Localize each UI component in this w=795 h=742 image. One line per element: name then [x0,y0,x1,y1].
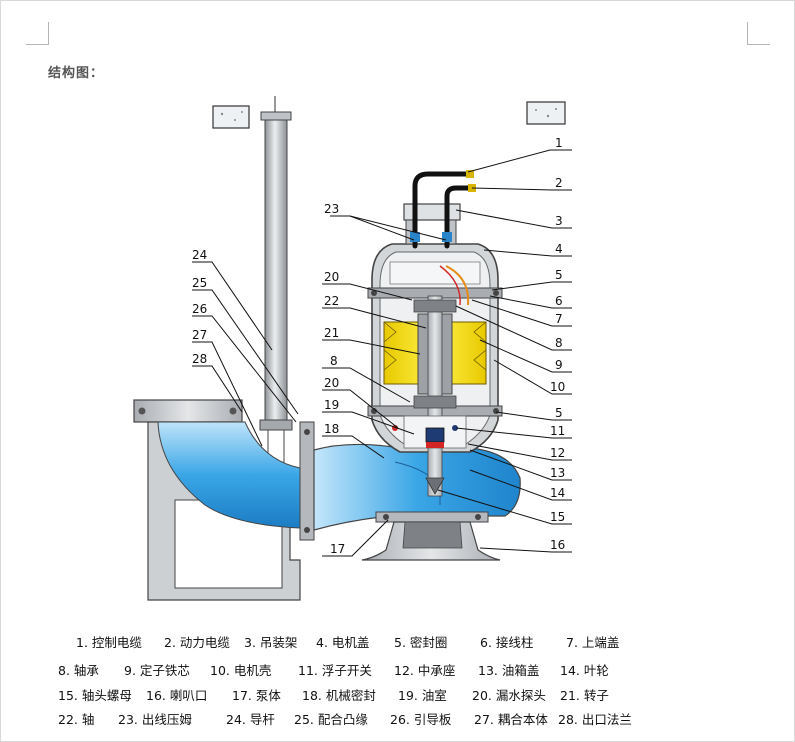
legend-item: 1. 控制电缆 [76,635,142,650]
callout-label: 14 [550,486,565,500]
motor-housing [367,243,503,497]
callout-label: 18 [324,422,339,436]
callout-label: 10 [550,380,565,394]
callout-label: 9 [555,358,563,372]
callout-label: 25 [192,276,207,290]
callout-label: 11 [550,424,565,438]
legend-item: 18. 机械密封 [302,688,376,703]
callout-leader-lines [192,149,572,557]
callout-label: 21 [324,326,339,340]
legend-item: 25. 配合凸缘 [294,712,368,727]
legend-item: 6. 接线柱 [480,635,534,650]
legend-item: 7. 上端盖 [566,635,620,650]
legend-item: 8. 轴承 [58,663,99,678]
legend-item: 12. 中承座 [394,663,456,678]
legend-item: 4. 电机盖 [316,635,370,650]
callout-label: 13 [550,466,565,480]
callout-label: 23 [324,202,339,216]
callout-label: 20 [324,270,339,284]
pump-body-outlet [133,399,315,601]
callout-label: 2 [555,176,563,190]
callout-label: 17 [330,542,345,556]
legend-item: 14. 叶轮 [560,663,609,678]
pump-structure-diagram: 1 2 3 4 5 6 7 8 9 10 5 11 12 13 14 15 16… [133,96,572,601]
legend-item: 15. 轴头螺母 [58,688,132,703]
lifting-frame-and-cables [403,170,476,249]
legend-item: 9. 定子铁芯 [124,663,190,678]
legend-item: 5. 密封圈 [394,635,448,650]
legend-row: 22. 轴 23. 出线压姆 24. 导杆 25. 配合凸缘 26. 引导板 27. 耦合… [58,709,632,728]
legend-item: 24. 导杆 [226,712,275,727]
callout-label: 15 [550,510,565,524]
callout-label: 19 [324,398,339,412]
legend-item: 17. 泵体 [232,688,281,703]
callout-label: 6 [555,294,563,308]
callout-label: 7 [555,312,563,326]
legend-row: 1. 控制电缆 2. 动力电缆 3. 吊装架 4. 电机盖 5. 密封圈 6. 接线柱 7.… [76,632,619,651]
legend-item: 23. 出线压姆 [118,712,192,727]
callout-label: 3 [555,214,563,228]
legend-item: 26. 引导板 [390,712,452,727]
callout-label: 24 [192,248,207,262]
section-heading: 结构图： [48,66,105,81]
page-corner-mark [747,22,770,45]
callout-label: 16 [550,538,565,552]
legend-row: 15. 轴头螺母 16. 喇叭口 17. 泵体 18. 机械密封 19. 油室 20. 漏… [58,685,609,704]
legend-item: 22. 轴 [58,712,95,727]
suction-bell [361,521,501,561]
legend-item: 10. 电机壳 [210,663,272,678]
callout-label: 12 [550,446,565,460]
legend-item: 28. 出口法兰 [558,712,632,727]
guide-rod [259,111,293,488]
callout-label: 26 [192,302,207,316]
callout-label: 1 [555,136,563,150]
legend-row: 8. 轴承 9. 定子铁芯 10. 电机壳 11. 浮子开关 12. 中承座 13. 油箱… [58,660,609,679]
callout-label: 5 [555,406,563,420]
guide-rail-top-bracket [212,96,566,129]
callout-labels: 1 2 3 4 5 6 7 8 9 10 5 11 12 13 14 15 16… [192,136,565,556]
callout-label: 22 [324,294,339,308]
legend-item: 13. 油箱盖 [478,663,540,678]
legend-item: 19. 油室 [398,688,447,703]
legend-item: 3. 吊装架 [244,635,298,650]
legend-item: 27. 耦合本体 [474,712,548,727]
callout-label: 20 [324,376,339,390]
callout-label: 27 [192,328,207,342]
callout-label: 8 [555,336,563,350]
legend-item: 20. 漏水探头 [472,688,546,703]
legend-item: 11. 浮子开关 [298,663,372,678]
page-corner-mark [26,22,49,45]
callout-label: 5 [555,268,563,282]
callout-label: 4 [555,242,563,256]
legend-item: 21. 转子 [560,688,609,703]
legend-item: 16. 喇叭口 [146,688,208,703]
legend-item: 2. 动力电缆 [164,635,230,650]
callout-label: 8 [330,354,338,368]
callout-label: 28 [192,352,207,366]
